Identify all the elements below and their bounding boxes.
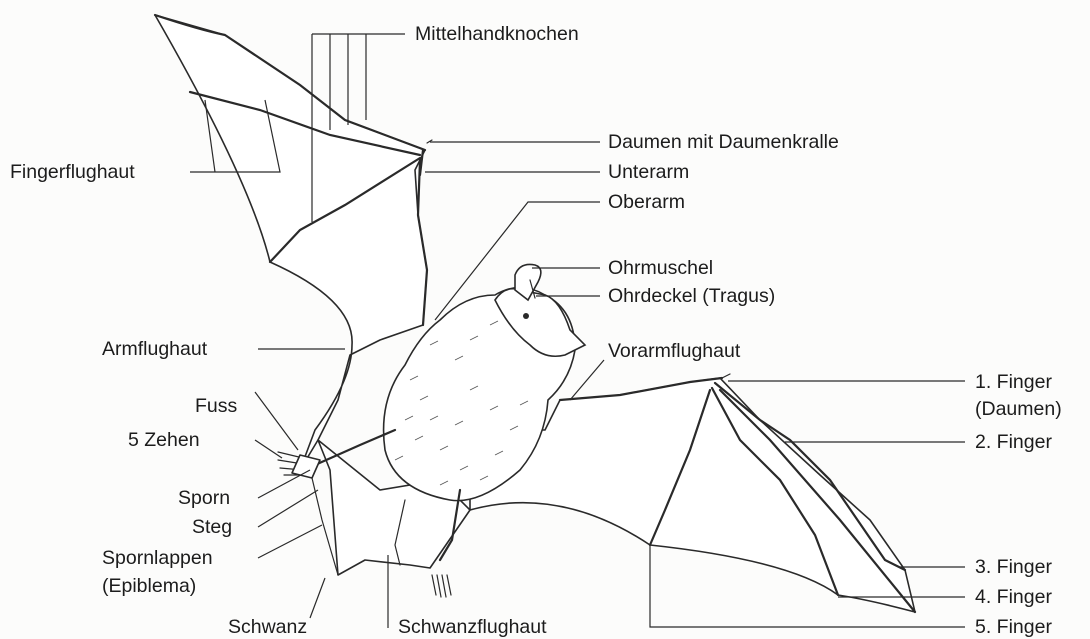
label-fuss: Fuss (195, 395, 238, 417)
label-ohrmuschel: Ohrmuschel (608, 257, 713, 279)
eye (523, 313, 529, 319)
label-5-zehen: 5 Zehen (128, 429, 200, 451)
label-steg: Steg (192, 516, 232, 538)
label-ohrdeckel: Ohrdeckel (Tragus) (608, 285, 775, 307)
label-schwanz: Schwanz (228, 616, 307, 638)
label-oberarm: Oberarm (608, 191, 685, 213)
label-finger-1: 1. Finger (975, 371, 1052, 393)
label-finger-1-daumen: (Daumen) (975, 398, 1062, 420)
label-daumen-mit-daumenkralle: Daumen mit Daumenkralle (608, 131, 839, 153)
label-finger-5: 5. Finger (975, 616, 1052, 638)
label-fingerflughaut: Fingerflughaut (10, 161, 135, 183)
label-sporn: Sporn (178, 487, 230, 509)
label-unterarm: Unterarm (608, 161, 689, 183)
label-armflughaut: Armflughaut (102, 338, 208, 360)
label-epiblema: (Epiblema) (102, 575, 196, 597)
label-spornlappen: Spornlappen (102, 547, 213, 569)
label-finger-2: 2. Finger (975, 431, 1052, 453)
label-finger-4: 4. Finger (975, 586, 1052, 608)
label-schwanzflughaut: Schwanzflughaut (398, 616, 547, 638)
label-finger-3: 3. Finger (975, 556, 1052, 578)
label-vorarmflughaut: Vorarmflughaut (608, 340, 741, 362)
label-mittelhandknochen: Mittelhandknochen (415, 23, 579, 45)
